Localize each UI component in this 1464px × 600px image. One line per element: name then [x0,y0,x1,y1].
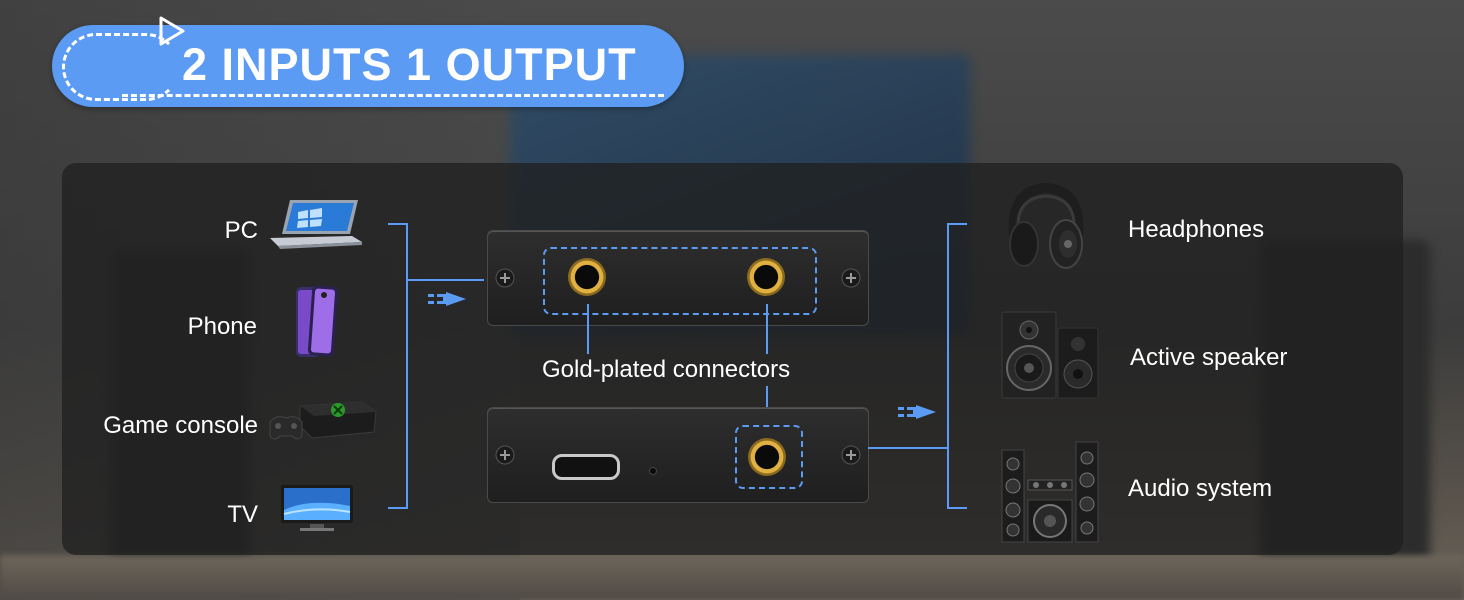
headphones-icon [1008,182,1084,269]
banner-title: 2 INPUTS 1 OUTPUT [182,39,637,90]
bracket-bottom [388,507,408,509]
usb-c-port-icon [552,454,620,480]
arrow-head-icon [159,16,185,46]
output-label-active-speaker: Active speaker [1130,344,1288,371]
output-bracket-top [947,223,967,225]
input-label-tv: TV [227,501,258,528]
input-label-game-console: Game console [103,412,258,439]
audio-system-icon [1001,441,1099,543]
callout-line-left [587,304,589,354]
speaker-icon [1001,311,1099,399]
bracket-vertical [406,223,408,509]
title-banner: 2 INPUTS 1 OUTPUT [52,16,684,107]
input-label-pc: PC [224,217,258,244]
gold-jack-icon [748,438,786,476]
output-bracket-vertical [947,223,949,509]
callout-line-right [766,304,768,354]
output-label-audio-system: Audio system [1128,475,1273,502]
indicator-led [650,468,656,474]
output-connector-line [868,447,948,449]
screw-icon [495,445,515,465]
banner-dash-line [122,94,664,97]
connectors-label: Gold-plated connectors [542,356,791,383]
loop-arrow-icon [62,33,180,101]
screw-icon [841,445,861,465]
input-connector-line [406,279,484,281]
callout-line-bottom [766,386,768,426]
output-arrow-icon [898,405,936,419]
input-label-phone: Phone [187,313,257,340]
phone-icon [296,285,339,357]
connector-highlight-box [543,247,817,315]
output-highlight-box [735,425,803,489]
laptop-icon [270,200,362,249]
gold-jack-icon [568,258,606,296]
output-bracket-bottom [947,507,967,509]
gold-jack-icon [747,258,785,296]
output-label-headphones: Headphones [1128,216,1265,243]
game-console-icon [269,401,377,440]
adapter-top-face [487,230,869,326]
adapter-bottom-face [487,407,869,503]
tv-icon [281,485,353,531]
screw-icon [495,268,515,288]
input-arrow-icon [428,292,466,306]
screw-icon [841,268,861,288]
bracket-top [388,223,408,225]
